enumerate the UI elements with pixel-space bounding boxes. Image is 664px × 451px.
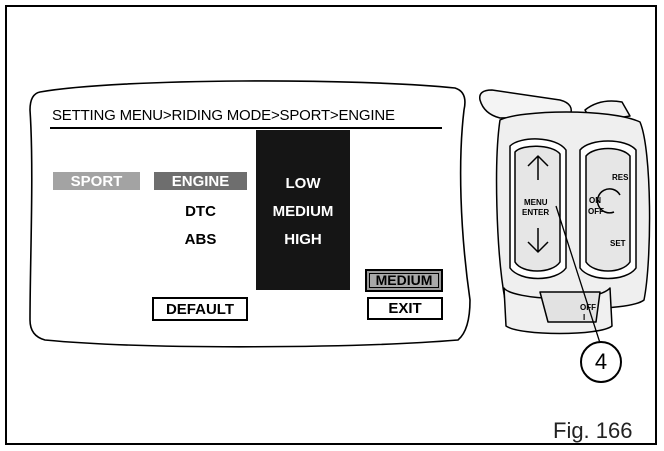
menu-item-abs[interactable]: ABS	[184, 231, 217, 248]
res-label: RES	[612, 173, 629, 182]
current-value-badge: MEDIUM	[365, 269, 443, 292]
options-panel	[256, 130, 350, 290]
exit-button[interactable]: EXIT	[367, 297, 443, 320]
default-button[interactable]: DEFAULT	[152, 297, 248, 321]
menu-item-engine-selected[interactable]: ENGINE	[154, 172, 247, 190]
kill-on-label: I	[583, 313, 585, 322]
set-label: SET	[610, 239, 626, 248]
current-value-text: MEDIUM	[369, 273, 439, 288]
mode-tag-sport: SPORT	[53, 172, 140, 190]
menu-label-line1: MENU	[524, 198, 548, 207]
callout-marker: 4	[580, 341, 622, 383]
option-high[interactable]: HIGH	[284, 231, 322, 248]
menu-label-line2: ENTER	[522, 208, 549, 217]
option-low[interactable]: LOW	[285, 175, 321, 192]
option-medium[interactable]: MEDIUM	[272, 203, 334, 220]
header-divider	[50, 127, 442, 129]
off-label: OFF	[588, 207, 604, 216]
menu-item-dtc[interactable]: DTC	[185, 203, 216, 220]
on-label: ON	[589, 196, 601, 205]
figure-caption: Fig. 166	[553, 418, 633, 443]
callout-leader-line	[555, 205, 601, 344]
breadcrumb: SETTING MENU>RIDING MODE>SPORT>ENGINE	[52, 107, 395, 124]
